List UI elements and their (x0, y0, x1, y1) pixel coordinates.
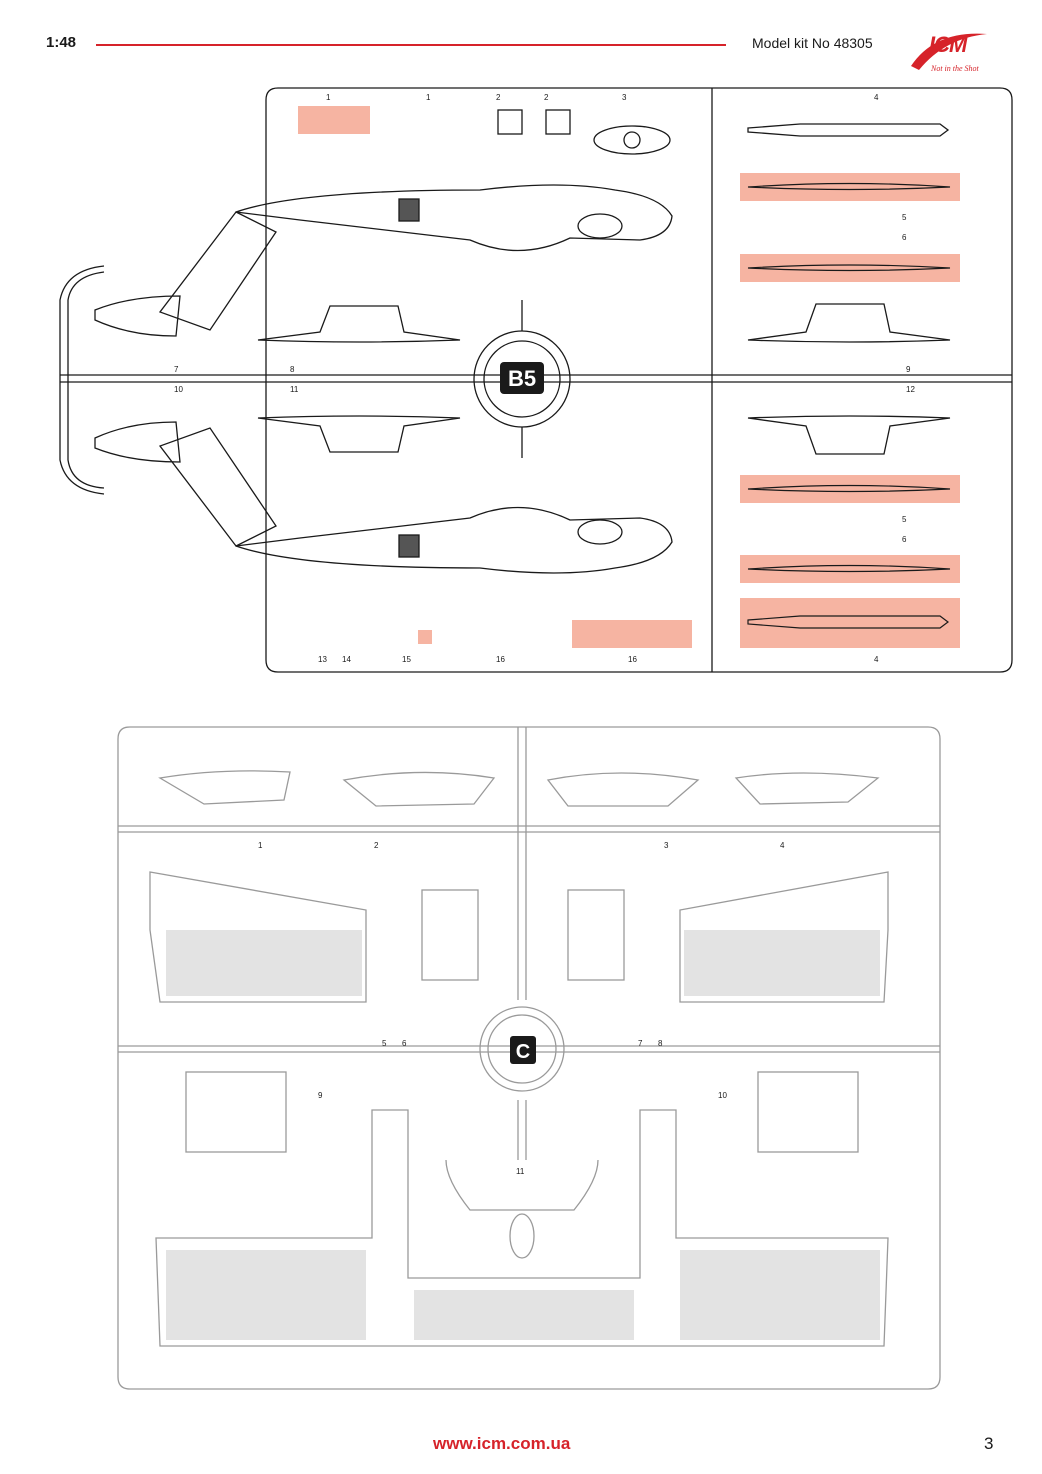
part-number: 1 (258, 841, 263, 850)
grille-part-2a (497, 109, 523, 135)
part-number: 5 (902, 213, 907, 222)
highlight-part-4-lower (740, 598, 960, 648)
part-number: 14 (342, 655, 351, 664)
fuselage-half-lower (235, 506, 673, 574)
sprue-b5-label: B5 (508, 366, 536, 391)
part-number: 6 (402, 1039, 407, 1048)
sprue-b5-frame (265, 87, 1013, 673)
part-number: 5 (382, 1039, 387, 1048)
c-part-5-wing (149, 871, 367, 1003)
part-number: 9 (906, 365, 911, 374)
c-part-11-wing (155, 1109, 889, 1347)
fuselage-half-upper (235, 184, 673, 252)
part-number: 2 (496, 93, 501, 102)
part-number: 3 (664, 841, 669, 850)
highlight-part-5-upper (740, 173, 960, 201)
header-rule (96, 44, 726, 46)
c-part-4 (734, 772, 880, 805)
part-number: 4 (780, 841, 785, 850)
part-number: 12 (906, 385, 915, 394)
part-number: 13 (318, 655, 327, 664)
c-part-3 (546, 772, 700, 807)
part-number: 1 (426, 93, 431, 102)
sprue-b5-label-box (500, 362, 544, 394)
highlight-part-5-lower (740, 475, 960, 503)
c-part-2 (342, 771, 496, 807)
part-3-oval (593, 125, 671, 155)
intake-part-8 (257, 305, 461, 343)
kit-number: Model kit No 48305 (752, 35, 873, 51)
missile-part-4-bottom (747, 615, 949, 629)
part-number: 16 (496, 655, 505, 664)
part-number: 7 (174, 365, 179, 374)
c-part-11-canopy (509, 1213, 535, 1259)
c-part-1 (158, 770, 291, 805)
c-part-8-wing (679, 871, 889, 1003)
sprue-c-label-box (510, 1036, 536, 1064)
intake-part-11 (257, 415, 461, 453)
part-number: 1 (326, 93, 331, 102)
sprue-c-hub (479, 1006, 565, 1092)
part-number: 15 (402, 655, 411, 664)
sprue-c-label: C (516, 1041, 530, 1063)
sprue-c-frame (117, 726, 941, 1390)
part-number: 2 (544, 93, 549, 102)
footer-url[interactable]: www.icm.com.ua (433, 1434, 571, 1453)
intake-part-9 (747, 303, 951, 343)
highlight-part-1 (298, 106, 370, 134)
c-part-9 (185, 1071, 287, 1153)
highlight-part-6-upper (740, 254, 960, 282)
highlight-part-15 (418, 630, 432, 644)
part-number: 6 (902, 233, 907, 242)
logo-tagline: Not in the Shot (931, 64, 979, 73)
highlight-part-6-lower (740, 555, 960, 583)
scale-label: 1:48 (46, 34, 77, 51)
c-part-6-grille (421, 889, 479, 981)
part-number: 10 (174, 385, 183, 394)
part-number: 8 (658, 1039, 663, 1048)
part-number: 9 (318, 1091, 323, 1100)
grille-part-2b (545, 109, 571, 135)
logo-swoosh-icon (911, 33, 987, 70)
part-number: 11 (290, 385, 299, 394)
part-number: 8 (290, 365, 295, 374)
missile-part-4-top (747, 123, 950, 137)
part-number: 10 (718, 1091, 727, 1100)
part-number: 5 (902, 515, 907, 524)
nose-cone-lower (94, 421, 181, 463)
highlight-part-16 (572, 620, 692, 648)
page-number: 3 (984, 1434, 994, 1453)
part-number: 2 (374, 841, 379, 850)
part-number: 7 (638, 1039, 643, 1048)
logo-mark: ICM (929, 32, 967, 57)
c-part-7-grille (567, 889, 625, 981)
part-number: 4 (874, 93, 879, 102)
c-part-10 (757, 1071, 859, 1153)
part-number: 11 (516, 1167, 525, 1176)
part-number: 4 (874, 655, 879, 664)
part-number: 3 (622, 93, 627, 102)
icm-logo: ICM Not in the Shot (905, 24, 995, 80)
part-number: 6 (902, 535, 907, 544)
part-number: 16 (628, 655, 637, 664)
sprue-b5-diagram: B5 1 1 2 2 3 4 5 6 7 8 9 10 11 12 5 6 13… (59, 87, 1013, 673)
intake-part-12 (747, 415, 951, 455)
nose-cone-upper (94, 295, 181, 337)
